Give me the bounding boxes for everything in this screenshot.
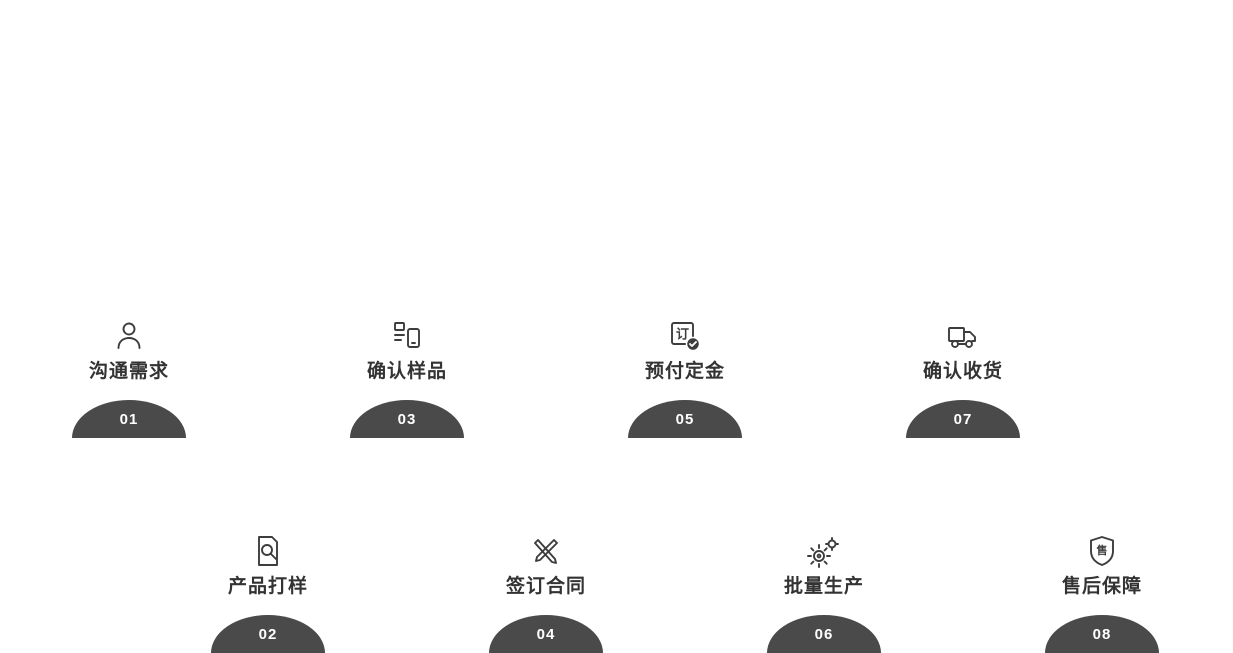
- step-number: 08: [1092, 625, 1112, 643]
- order-check-icon: 订: [667, 318, 703, 354]
- step-label: 确认收货: [922, 361, 1003, 382]
- svg-text:售: 售: [1096, 543, 1108, 557]
- step-dome: 08: [1045, 615, 1159, 653]
- step-dome: 05: [628, 400, 742, 438]
- gears-icon: [806, 533, 842, 569]
- step-label: 售后保障: [1061, 576, 1142, 597]
- process-step-05: 订 预付定金 05: [605, 318, 765, 438]
- document-search-icon: [250, 533, 286, 569]
- process-step-06: 批量生产 06: [744, 533, 904, 653]
- person-icon: [111, 318, 147, 354]
- step-number: 01: [119, 410, 139, 428]
- step-label: 产品打样: [227, 576, 308, 597]
- step-label: 预付定金: [644, 361, 725, 382]
- process-step-02: 产品打样 02: [188, 533, 348, 653]
- step-dome: 02: [211, 615, 325, 653]
- step-label: 签订合同: [505, 576, 586, 597]
- contract-pens-icon-step: 签订合同 04: [466, 533, 626, 653]
- step-number: 05: [675, 410, 695, 428]
- step-label: 确认样品: [366, 361, 447, 382]
- step-number: 02: [258, 625, 278, 643]
- step-dome: 06: [767, 615, 881, 653]
- contract-pens-icon: [528, 533, 564, 569]
- step-dome: 07: [906, 400, 1020, 438]
- step-label: 沟通需求: [88, 361, 169, 382]
- process-step-08: 售 售后保障 08: [1022, 533, 1182, 653]
- step-number: 07: [953, 410, 973, 428]
- step-dome: 03: [350, 400, 464, 438]
- step-dome: 01: [72, 400, 186, 438]
- step-number: 03: [397, 410, 417, 428]
- process-step-03: 确认样品 03: [327, 318, 487, 438]
- shield-icon: 售: [1084, 533, 1120, 569]
- process-step-01: 沟通需求 01: [49, 318, 209, 438]
- step-dome: 04: [489, 615, 603, 653]
- sample-list-icon: [389, 318, 425, 354]
- step-number: 06: [814, 625, 834, 643]
- truck-icon: [945, 318, 981, 354]
- step-label: 批量生产: [783, 576, 864, 597]
- svg-text:订: 订: [676, 327, 689, 342]
- step-number: 04: [536, 625, 556, 643]
- process-step-07: 确认收货 07: [883, 318, 1043, 438]
